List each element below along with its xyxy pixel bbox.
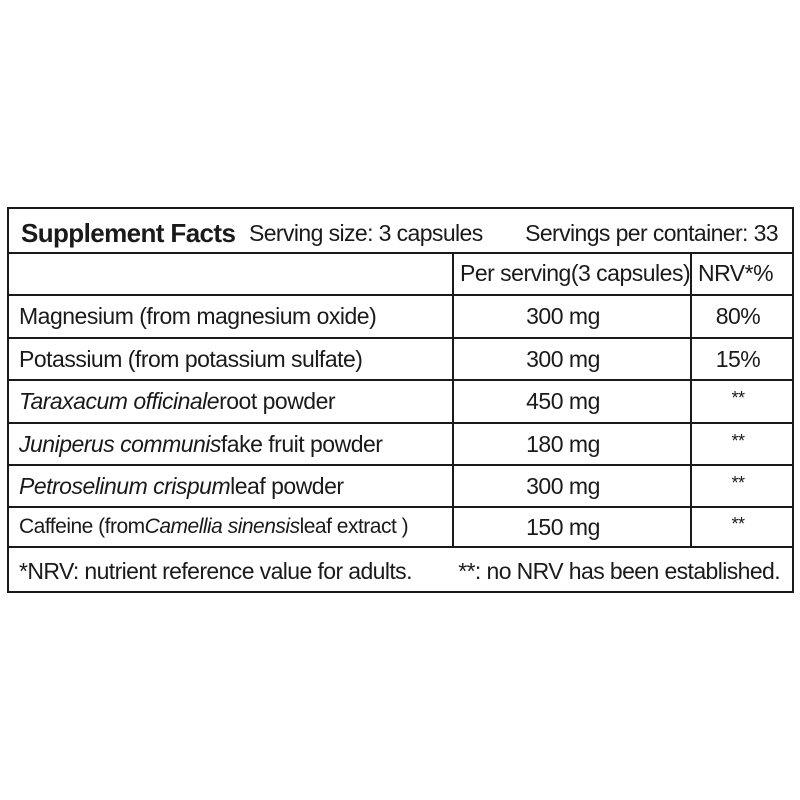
table-row: Potassium (from potassium sulfate) 300 m… (9, 339, 792, 381)
column-header-nrv: NRV*% (698, 259, 774, 286)
column-header-row: Per serving(3 capsules) NRV*% (9, 252, 792, 296)
ingredient-name: Potassium (from potassium sulfate) (9, 339, 454, 379)
ingredient-name: Petroselinum crispum leaf powder (9, 466, 454, 506)
ingredient-nrv: ** (731, 513, 745, 534)
ingredient-amount: 300 mg (454, 339, 692, 379)
table-row: Magnesium (from magnesium oxide) 300 mg … (9, 296, 792, 339)
table-row: Caffeine (from Camellia sinensis leaf ex… (9, 508, 792, 548)
table-row: Taraxacum officinale root powder 450 mg … (9, 381, 792, 424)
table-row: Petroselinum crispum leaf powder 300 mg … (9, 466, 792, 508)
nrv-footnote: *NRV: nutrient reference value for adult… (19, 558, 412, 584)
ingredient-name: Taraxacum officinale root powder (9, 381, 454, 422)
serving-size: Serving size: 3 capsules (249, 220, 483, 246)
ingredient-name: Magnesium (from magnesium oxide) (9, 296, 454, 337)
ingredient-nrv: ** (731, 472, 745, 493)
ingredient-name: Caffeine (from Camellia sinensis leaf ex… (9, 508, 454, 546)
facts-footer: *NRV: nutrient reference value for adult… (9, 548, 792, 591)
table-row: Juniperus communis fake fruit powder 180… (9, 424, 792, 466)
column-header-name (9, 252, 454, 294)
ingredient-amount: 180 mg (454, 424, 692, 464)
column-header-amount: Per serving(3 capsules) (454, 252, 692, 294)
ingredient-nrv: 15% (715, 345, 761, 372)
ingredient-nrv: ** (731, 388, 745, 408)
ingredient-amount: 450 mg (454, 381, 692, 422)
ingredient-amount: 300 mg (454, 466, 692, 506)
ingredient-amount: 150 mg (454, 508, 692, 546)
supplement-facts-panel: Supplement Facts Serving size: 3 capsule… (7, 207, 794, 593)
ingredient-amount: 300 mg (454, 296, 692, 337)
ingredient-nrv: ** (731, 430, 745, 451)
facts-header: Supplement Facts Serving size: 3 capsule… (9, 209, 792, 254)
no-nrv-footnote: **: no NRV has been established. (458, 558, 780, 584)
servings-per-container: Servings per container: 33 (525, 220, 778, 246)
ingredient-nrv: 80% (715, 303, 761, 329)
facts-title: Supplement Facts (21, 218, 236, 248)
ingredient-name: Juniperus communis fake fruit powder (9, 424, 454, 464)
